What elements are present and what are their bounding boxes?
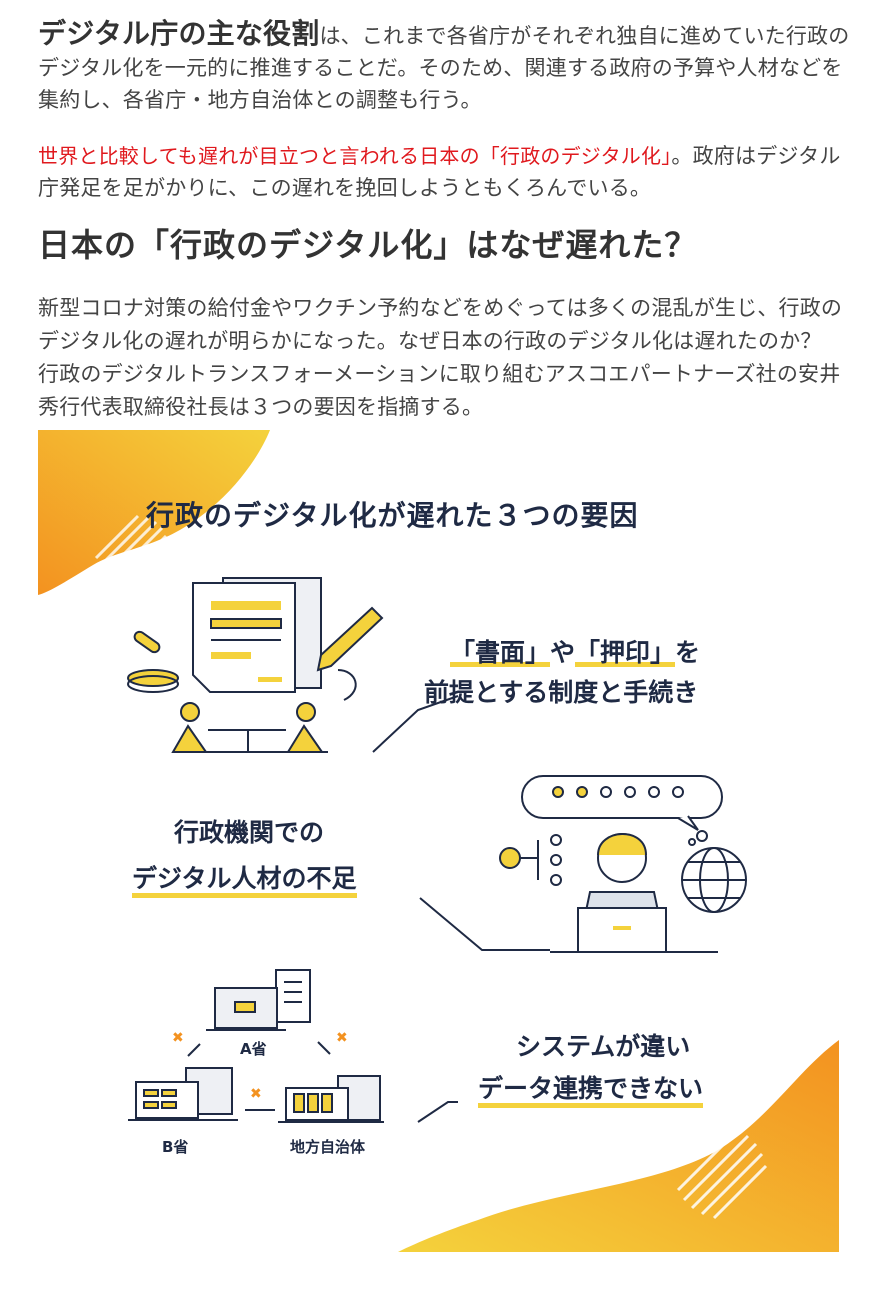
leader-line-factor1 (372, 695, 459, 753)
infographic-title: 行政のデジタル化が遅れた３つの要因 (146, 499, 639, 532)
factor3-line2: データ連携できない (478, 1070, 704, 1108)
label-ministry-b: B省 (162, 1138, 189, 1156)
intro-lead-bold: デジタル庁の主な役割 (38, 17, 320, 50)
svg-text:✖: ✖ (172, 1030, 184, 1046)
body-paragraph: 新型コロナ対策の給付金やワクチン予約などをめぐっては多くの混乱が生じ、行政のデジ… (38, 296, 843, 419)
label-local-government: 地方自治体 (290, 1138, 366, 1156)
red-emphasis-text: 世界と比較しても遅れが目立つと言われる日本の「行政のデジタル化」 (38, 144, 672, 168)
factor1-word-wo: を (675, 638, 701, 667)
factor2-line2: デジタル人材の不足 (132, 860, 357, 898)
leader-line-factor2 (419, 897, 550, 951)
svg-text:✖: ✖ (336, 1030, 348, 1046)
decor-stripes-top-left (94, 514, 168, 580)
leader-line-factor3 (417, 1101, 458, 1123)
infographic-graphics: ✖ ✖ ✖ (38, 430, 839, 1252)
factor1-word-stamp: 「押印」 (575, 638, 676, 667)
factor1-word-document: 「書面」 (450, 638, 551, 667)
worker-illustration (499, 775, 747, 953)
infographic: ✖ ✖ ✖ 行政のデジタル化が遅れた３つの要因 「書面」や「押印」を 前提とする… (38, 430, 839, 1252)
label-ministry-a: A省 (240, 1040, 267, 1058)
intro-text: は、これまで各省庁がそれぞれ独自に進めていた行政のデジタル化を一元的に推進するこ… (38, 24, 850, 112)
factor1-word-ya: や (550, 638, 576, 667)
decor-blob-top-left (38, 430, 270, 595)
systems-illustration: ✖ ✖ ✖ (128, 969, 384, 1123)
factor1-line1: 「書面」や「押印」を (450, 634, 700, 672)
section-heading: 日本の「行政のデジタル化」はなぜ遅れた？ (38, 226, 698, 264)
intro-paragraph: デジタル庁の主な役割は、これまで各省庁がそれぞれ独自に進めていた行政のデジタル化… (38, 18, 853, 116)
emphasis-paragraph: 世界と比較しても遅れが目立つと言われる日本の「行政のデジタル化」。政府はデジタル… (38, 140, 853, 204)
decor-blob-bottom-right (398, 1040, 839, 1252)
emphasis-paragraph-text: 。政府はデジタル庁発足を足がかりに、この遅れを挽回しようともくろんでいる。 (38, 144, 841, 200)
decor-stripes-bottom-right (676, 1128, 768, 1220)
svg-text:✖: ✖ (250, 1086, 262, 1102)
factor2-line1: 行政機関での (174, 818, 325, 847)
document-stamp-illustration (127, 577, 384, 753)
factor3-line1: システムが違い (516, 1032, 691, 1061)
factor1-line2: 前提とする制度と手続き (424, 678, 699, 707)
